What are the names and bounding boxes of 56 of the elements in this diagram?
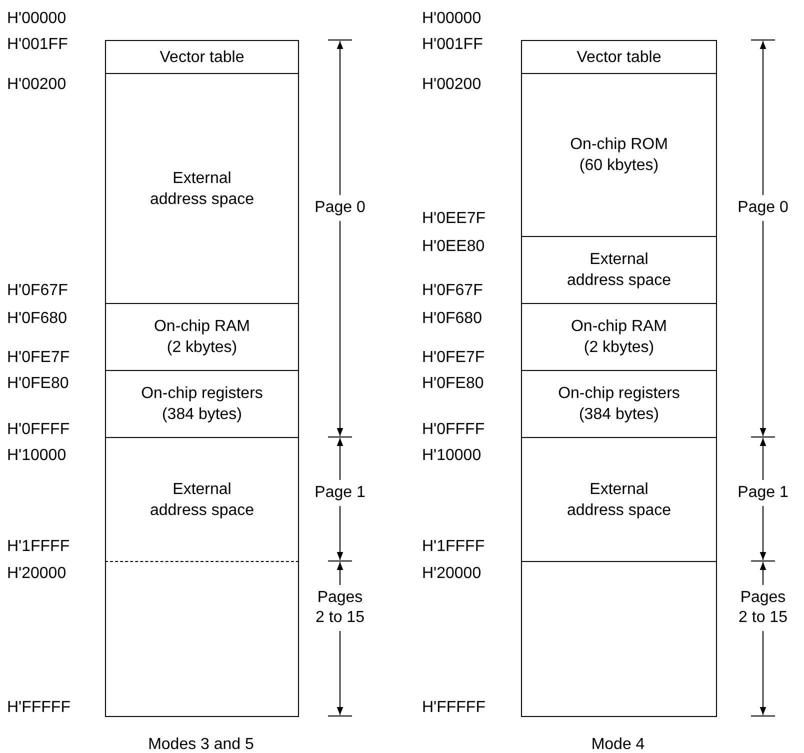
address-label: H'0EE80	[422, 237, 485, 256]
address-label: H'0F67F	[422, 281, 483, 300]
memory-region	[105, 73, 299, 304]
region-label: Vector table	[576, 48, 662, 68]
region-label: On-chip RAM (2 kbytes)	[570, 317, 668, 358]
region-label: External address space	[148, 168, 256, 210]
address-label: H'0FE80	[422, 374, 484, 393]
memory-region	[105, 370, 299, 438]
address-label: H'10000	[7, 446, 66, 465]
address-label: H'00000	[7, 9, 66, 28]
memory-block	[521, 561, 717, 717]
region-label: On-chip RAM (2 kbytes)	[152, 317, 252, 358]
region-label: On-chip ROM (60 kbytes)	[569, 135, 669, 176]
address-label: H'00200	[7, 75, 66, 94]
address-label: H'001FF	[7, 35, 68, 54]
address-label: H'0EE7F	[422, 209, 486, 228]
memory-region	[521, 236, 717, 304]
region-label: Vector table	[158, 48, 246, 68]
address-label: H'0F680	[422, 309, 482, 328]
region-label: External address space	[148, 480, 256, 520]
mode-caption: Modes 3 and 5	[148, 735, 254, 753]
page-label: Page 1	[737, 483, 789, 503]
memory-block	[105, 561, 299, 717]
mode-caption: Mode 4	[591, 735, 645, 753]
page-label: Page 0	[314, 198, 366, 218]
memory-region	[521, 40, 717, 74]
memory-region	[521, 370, 717, 438]
address-label: H'1FFFF	[7, 537, 70, 556]
address-label: H'0FFFF	[7, 420, 70, 439]
address-label: H'0F680	[7, 309, 67, 328]
address-label: H'0FE7F	[422, 348, 485, 367]
address-label: H'FFFFF	[422, 698, 486, 717]
address-label: H'0FE80	[7, 374, 69, 393]
address-label: H'0FE7F	[7, 348, 70, 367]
address-label: H'001FF	[422, 35, 483, 54]
page-label: Page 0	[737, 198, 789, 218]
address-label: H'20000	[422, 564, 482, 583]
address-label: H'00000	[422, 9, 482, 28]
address-label: H'0F67F	[7, 281, 68, 300]
page-label: Page 1	[314, 483, 366, 503]
region-label: On-chip registers (384 bytes)	[557, 384, 681, 425]
memory-region	[521, 437, 717, 562]
region-label: External address space	[566, 480, 672, 520]
memory-region	[105, 303, 299, 371]
address-label: H'00200	[422, 75, 482, 94]
memory-region	[521, 73, 717, 237]
address-label: H'FFFFF	[7, 698, 70, 717]
region-label: On-chip registers (384 bytes)	[140, 384, 264, 425]
address-label: H'10000	[422, 446, 482, 465]
memory-region	[105, 437, 299, 562]
memory-region	[521, 303, 717, 371]
address-label: H'0FFFF	[422, 420, 485, 439]
region-label: External address space	[566, 250, 672, 291]
address-label: H'20000	[7, 564, 66, 583]
memory-region	[105, 40, 299, 74]
address-label: H'1FFFF	[422, 537, 485, 556]
